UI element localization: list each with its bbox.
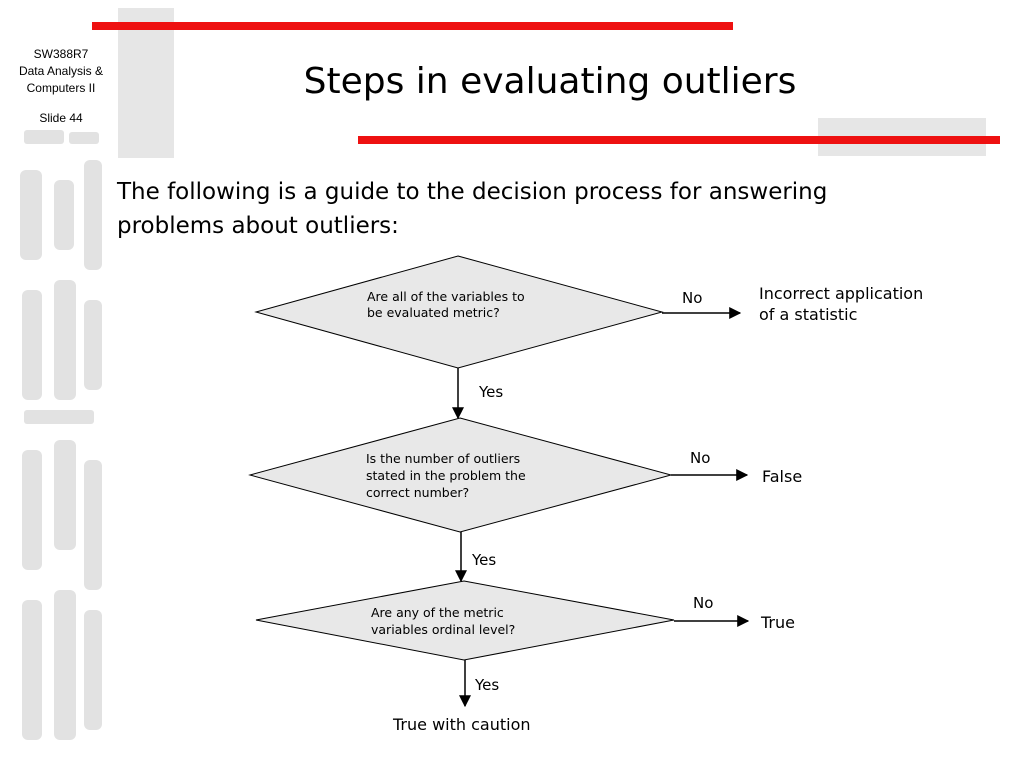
decision-1-no-result-line-1: Incorrect application — [759, 284, 923, 303]
decision-1-question-line-1: Are all of the variables to — [367, 289, 525, 304]
slide-title: Steps in evaluating outliers — [303, 61, 797, 102]
formula-watermark-graphic — [20, 130, 102, 740]
course-name-line-2: Computers II — [26, 81, 96, 95]
intro-line-2: problems about outliers: — [117, 213, 399, 239]
decision-3-yes-label: Yes — [474, 676, 499, 694]
intro-text: The following is a guide to the decision… — [117, 175, 957, 243]
left-grey-band — [118, 8, 174, 158]
decision-1-question-line-2: be evaluated metric? — [367, 305, 500, 320]
decision-3-no-result: True — [760, 613, 795, 632]
course-code: SW388R7 — [33, 47, 89, 61]
decision-2-no-label: No — [690, 449, 710, 467]
decision-3-no-label: No — [693, 594, 713, 612]
decision-2-diamond — [248, 417, 673, 533]
decision-1-no-result-line-2: of a statistic — [759, 305, 857, 324]
decision-2-question-line-1: Is the number of outliers — [366, 451, 520, 466]
decision-2-no-result: False — [762, 467, 802, 486]
decision-1-yes-label: Yes — [478, 383, 503, 401]
course-info: SW388R7 Data Analysis & Computers II Sli… — [0, 46, 122, 127]
decision-2-question-line-3: correct number? — [366, 485, 469, 500]
middle-red-rule — [358, 136, 1000, 144]
decision-3-question-line-1: Are any of the metric — [371, 605, 504, 620]
decision-1-no-label: No — [682, 289, 702, 307]
decision-2-yes-label: Yes — [471, 551, 496, 569]
final-result: True with caution — [392, 715, 531, 734]
decision-3-question-line-2: variables ordinal level? — [371, 622, 515, 637]
decision-2-question-line-2: stated in the problem the — [366, 468, 526, 483]
decision-3-diamond — [255, 580, 675, 661]
intro-line-1: The following is a guide to the decision… — [117, 179, 828, 205]
top-red-rule — [92, 22, 733, 30]
slide-number: Slide 44 — [39, 111, 83, 125]
course-name-line-1: Data Analysis & — [18, 64, 104, 78]
